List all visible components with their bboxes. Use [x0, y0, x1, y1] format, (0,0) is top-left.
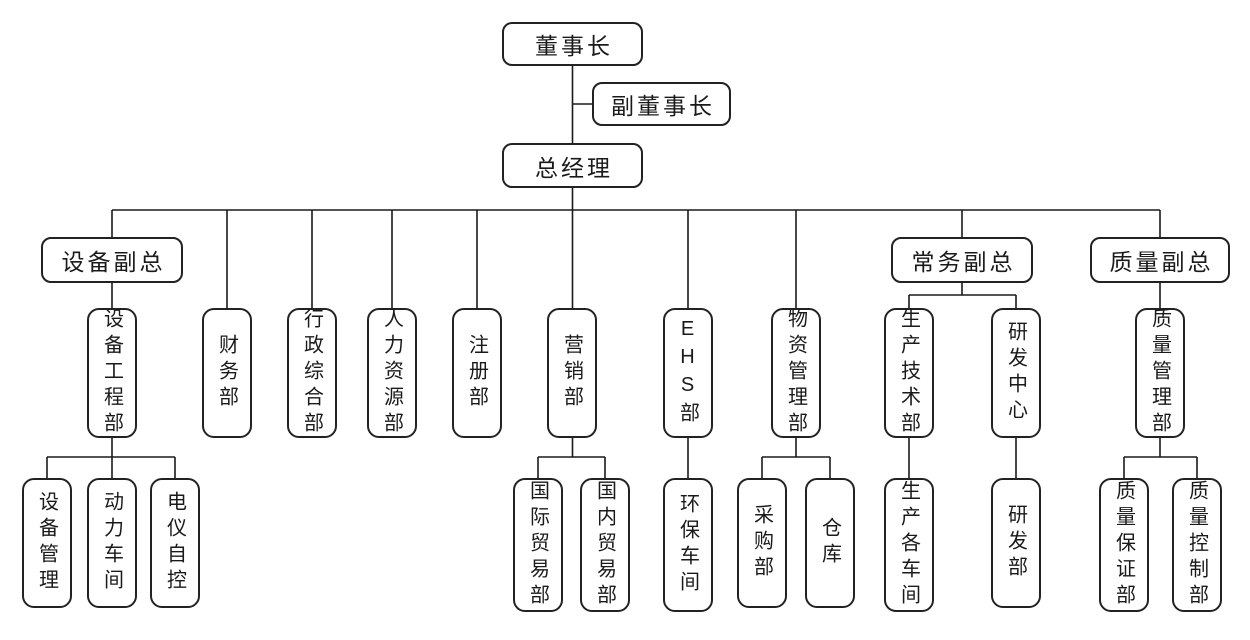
node-warehouse: 仓库 — [805, 478, 855, 608]
node-finance-dept: 财务部 — [202, 308, 252, 438]
node-equipment-management: 设备管理 — [22, 478, 72, 608]
edge-materials-branch — [761, 438, 831, 478]
node-international-trade-dept: 国际贸易部 — [513, 478, 563, 612]
node-vice-chairman: 副董事长 — [592, 82, 731, 126]
node-environmental-workshop: 环保车间 — [663, 478, 713, 612]
node-rd-center: 研发中心 — [991, 308, 1041, 438]
node-production-workshops: 生产各车间 — [884, 478, 934, 612]
edge-quality-branch — [1123, 283, 1198, 478]
node-electrical-instrument-control: 电仪自控 — [150, 478, 200, 608]
node-executive-vp: 常务副总 — [891, 237, 1033, 283]
edge-executive-branch — [908, 283, 1017, 478]
node-purchasing-dept: 采购部 — [737, 478, 787, 608]
edge-equipment-branch — [46, 283, 176, 478]
node-domestic-trade-dept: 国内贸易部 — [580, 478, 630, 612]
node-marketing-dept: 营销部 — [547, 308, 597, 438]
node-rd-dept: 研发部 — [991, 478, 1041, 608]
edge-gm-bus — [111, 209, 1161, 308]
node-admin-general-dept: 行政综合部 — [287, 308, 337, 438]
node-equipment-vp: 设备副总 — [41, 237, 183, 283]
node-quality-control-dept: 质量控制部 — [1172, 478, 1222, 612]
edge-chairman-gm — [571, 66, 592, 210]
node-chairman: 董事长 — [502, 22, 643, 66]
node-equipment-engineering-dept: 设备工程部 — [87, 308, 137, 438]
node-production-technology-dept: 生产技术部 — [884, 308, 934, 438]
node-power-workshop: 动力车间 — [87, 478, 137, 608]
node-quality-vp: 质量副总 — [1090, 237, 1230, 283]
edge-marketing-branch — [537, 438, 606, 478]
node-registration-dept: 注册部 — [452, 308, 502, 438]
node-general-manager: 总经理 — [502, 143, 643, 188]
node-materials-management-dept: 物资管理部 — [771, 308, 821, 438]
node-quality-management-dept: 质量管理部 — [1135, 308, 1185, 438]
node-ehs-dept: EHS部 — [663, 308, 713, 438]
node-quality-assurance-dept: 质量保证部 — [1099, 478, 1149, 612]
node-human-resources-dept: 人力资源部 — [367, 308, 417, 438]
